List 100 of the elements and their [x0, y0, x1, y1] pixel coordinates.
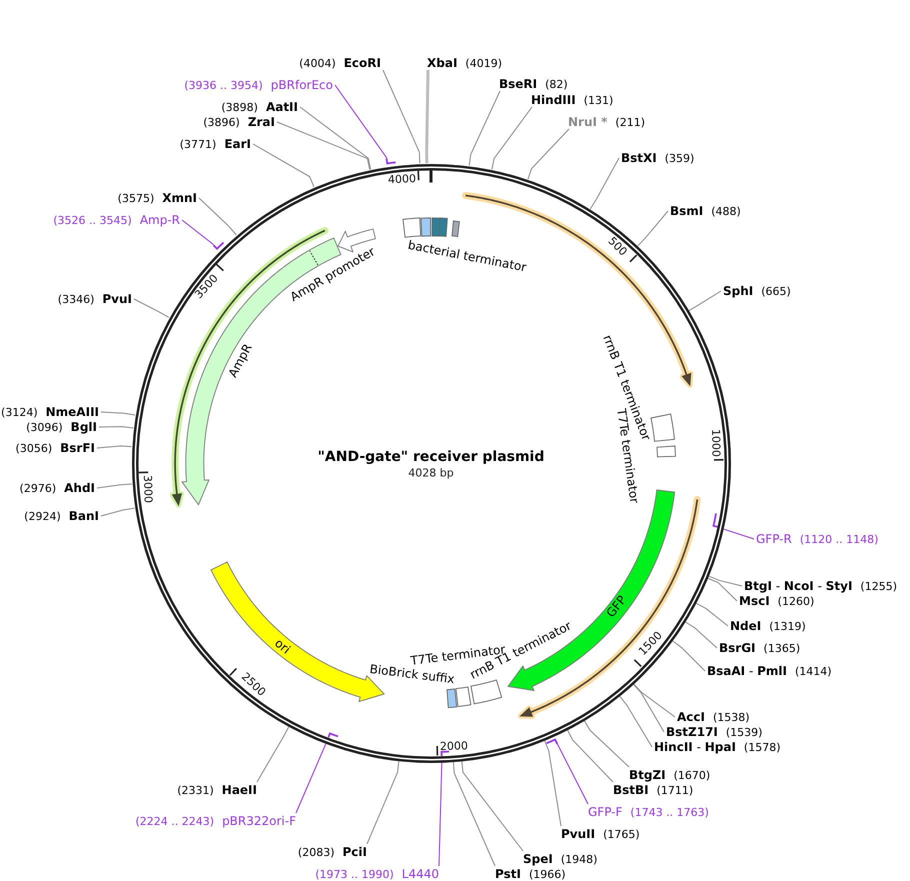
enzyme-name: BseRI	[499, 77, 538, 91]
plasmid-size: 4028 bp	[408, 468, 454, 480]
leader-line	[134, 298, 170, 318]
enzyme-name: BstXI	[621, 151, 657, 165]
cut-position: (2924)	[24, 510, 61, 523]
feature-label: BioBrick suffix	[368, 662, 456, 688]
leader-line	[300, 106, 372, 170]
feature-label: bacterial terminator	[406, 238, 528, 276]
cut-position: (3898)	[221, 101, 258, 114]
cut-position: (3056)	[16, 442, 52, 455]
leader-line	[527, 128, 570, 180]
leader-line	[684, 621, 718, 648]
cut-position: (1538)	[712, 711, 750, 724]
enzyme-name: BstBI	[613, 783, 649, 797]
feature-box	[446, 688, 458, 708]
primer-name: Amp-R	[140, 213, 180, 227]
enzyme-name: NdeI	[730, 619, 762, 633]
leader-line	[382, 70, 420, 164]
leader-line	[96, 484, 132, 488]
leader-line	[491, 106, 532, 170]
cut-position: (2976)	[20, 482, 56, 495]
leader-line	[672, 640, 706, 672]
cut-position: (82)	[545, 78, 568, 91]
leader-line	[182, 220, 214, 246]
feature-box	[656, 445, 677, 458]
primer-name: GFP-F	[588, 805, 622, 819]
cut-position: (1539)	[726, 726, 762, 739]
leader-line	[556, 743, 588, 804]
feature-box	[402, 217, 422, 238]
cut-position: (1260)	[778, 595, 814, 608]
enzyme-name: BsrGI	[719, 641, 756, 655]
primer-range: (2224 .. 2243)	[136, 815, 214, 828]
cut-position: (3896)	[203, 116, 240, 129]
enzyme-name: XmnI	[162, 191, 197, 205]
primer-name: GFP-R	[756, 532, 792, 546]
cut-position: (3096)	[26, 421, 63, 434]
enzyme-name: BtgZI	[629, 768, 666, 782]
enzyme-name: HincII - HpaI	[654, 740, 736, 754]
primer-range: (1120 .. 1148)	[800, 533, 878, 546]
cut-position: (1670)	[674, 769, 710, 782]
enzyme-name: BsaAI - PmlI	[707, 664, 787, 678]
enzyme-name: NmeAIII	[46, 405, 99, 419]
cut-position: (211)	[615, 116, 646, 129]
cut-position: (1711)	[656, 784, 694, 797]
primer-name: pBR322ori-F	[222, 814, 296, 828]
cut-position: (3124)	[1, 406, 38, 419]
enzyme-name: AccI	[677, 710, 705, 724]
feature-label: ori	[272, 636, 292, 658]
primer-range: (1743 .. 1763)	[630, 806, 709, 819]
cut-position: (1319)	[769, 620, 806, 633]
leader-line	[256, 726, 290, 782]
leader-line	[461, 760, 524, 852]
cut-position: (1948)	[560, 853, 598, 866]
leader-line	[696, 602, 728, 626]
leader-line	[334, 84, 388, 159]
leader-line	[590, 158, 620, 210]
leader-line	[708, 576, 742, 586]
enzyme-name: BglI	[70, 420, 97, 434]
leader-line	[452, 761, 496, 866]
leader-line	[566, 729, 614, 782]
leader-line	[637, 210, 668, 246]
leader-line	[366, 760, 400, 844]
primer-mark	[385, 156, 398, 165]
primer-name: pBRforEco	[270, 78, 333, 92]
cut-position: (2083)	[298, 846, 334, 859]
leader-line	[544, 740, 562, 826]
leader-line	[688, 290, 722, 312]
enzyme-name: BsrFI	[60, 441, 95, 455]
enzyme-name: BsmI	[670, 204, 704, 218]
enzyme-name: ZraI	[248, 115, 275, 129]
enzyme-name: EarI	[224, 137, 251, 151]
enzyme-name: BstZ17I	[666, 725, 718, 739]
cut-position: (1966)	[528, 868, 566, 881]
leader-line	[633, 683, 676, 718]
scale-number: 1000	[708, 428, 722, 457]
leader-line	[100, 508, 136, 516]
enzyme-name: PvuI	[102, 292, 132, 306]
leader-line	[252, 144, 314, 188]
primer-mark	[440, 750, 451, 758]
leader-line	[468, 90, 500, 166]
cut-position: (1765)	[603, 828, 640, 841]
leader-line	[98, 426, 134, 428]
enzyme-name: EcoRI	[344, 56, 381, 70]
leader-line	[632, 684, 664, 732]
enzyme-name: BtgI - NcoI - StyI	[744, 579, 852, 593]
cut-position: (1414)	[795, 665, 832, 678]
leader-line	[100, 412, 136, 416]
leader-line	[425, 70, 430, 164]
enzyme-name: NruI *	[568, 115, 608, 129]
scale-number: 500	[605, 235, 629, 259]
leader-line	[619, 696, 652, 748]
primer-mark	[327, 732, 340, 739]
cut-position: (2331)	[177, 784, 214, 797]
cut-position: (488)	[711, 205, 741, 218]
enzyme-name: PciI	[342, 845, 367, 859]
primer-name: L4440	[402, 867, 439, 881]
scale-number: 4000	[387, 172, 416, 186]
plasmid-title: "AND-gate" receiver plasmid	[318, 448, 544, 466]
enzyme-name: MscI	[739, 594, 770, 608]
leader-line	[276, 122, 370, 170]
